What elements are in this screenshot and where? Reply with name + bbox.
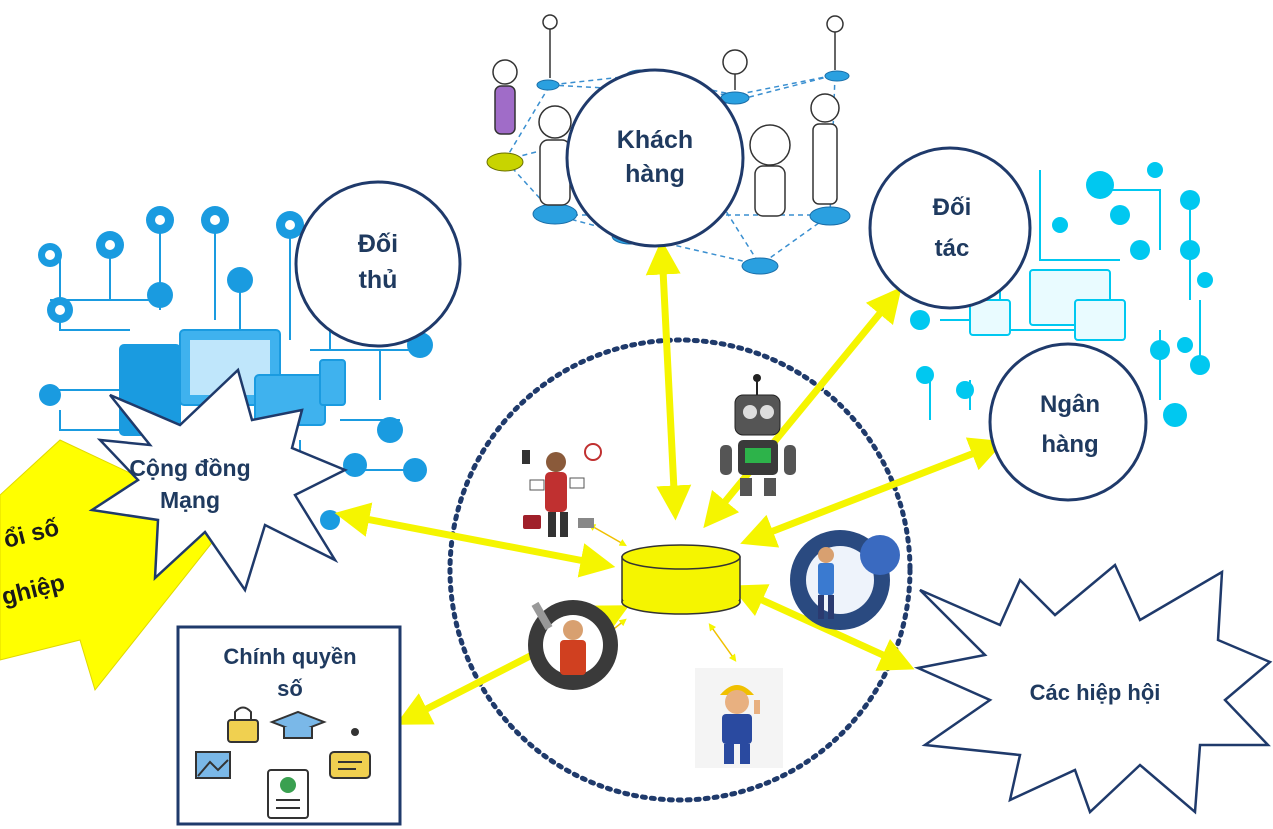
node-chinh-quyen-so: Chính quyền số (176, 625, 402, 826)
node-cac-hiep-hoi-label: Các hiệp hội (1030, 680, 1161, 705)
multitasking-worker-icon (522, 443, 602, 537)
node-chinh-quyen-so-label-1: Chính quyền (223, 644, 356, 669)
node-doi-thu-label-1: Đối (358, 230, 398, 258)
gear-man-icon (790, 530, 900, 630)
node-khach-hang-label-2: hàng (625, 160, 685, 188)
left-cloud-network-illustration (38, 206, 433, 530)
robot-icon (720, 374, 796, 496)
arrow-cong-dong-mang (334, 502, 616, 578)
database-icon (621, 544, 741, 615)
document-check-icon (267, 769, 309, 819)
arrow-khach-hang (645, 239, 692, 521)
lock-icon (227, 706, 259, 743)
graduation-cap-icon (269, 710, 359, 739)
node-cac-hiep-hoi: Các hiệp hội (913, 562, 1273, 815)
image-icon (195, 751, 231, 779)
arrow-ngan-hang (740, 437, 1005, 548)
node-chinh-quyen-so-label-2: số (277, 676, 303, 701)
arrow-cac-hiep-hoi (730, 584, 915, 671)
node-cong-dong-mang-label-1: Cộng đồng (129, 455, 250, 481)
node-khach-hang: Khách hàng (565, 68, 745, 248)
node-doi-thu: Đối thủ (294, 180, 462, 348)
node-ngan-hang-label-2: hàng (1041, 431, 1098, 458)
node-doi-thu-label-2: thủ (359, 266, 398, 294)
node-doi-tac-label-2: tác (935, 235, 970, 262)
node-cong-dong-mang: Cộng đồng Mạng (88, 367, 349, 593)
right-device-network-illustration (910, 162, 1213, 427)
node-doi-tac: Đối tác (868, 146, 1032, 310)
construction-worker-icon (695, 668, 783, 768)
node-cong-dong-mang-label-2: Mạng (160, 487, 220, 513)
customer-network-illustration (486, 14, 851, 275)
node-ngan-hang-label-1: Ngân (1040, 391, 1100, 418)
node-doi-tac-label-1: Đối (933, 194, 972, 221)
chat-icon (329, 751, 371, 779)
node-ngan-hang: Ngân hàng (988, 342, 1148, 502)
mechanic-gear-icon (528, 600, 618, 690)
node-khach-hang-label-1: Khách (617, 126, 693, 154)
